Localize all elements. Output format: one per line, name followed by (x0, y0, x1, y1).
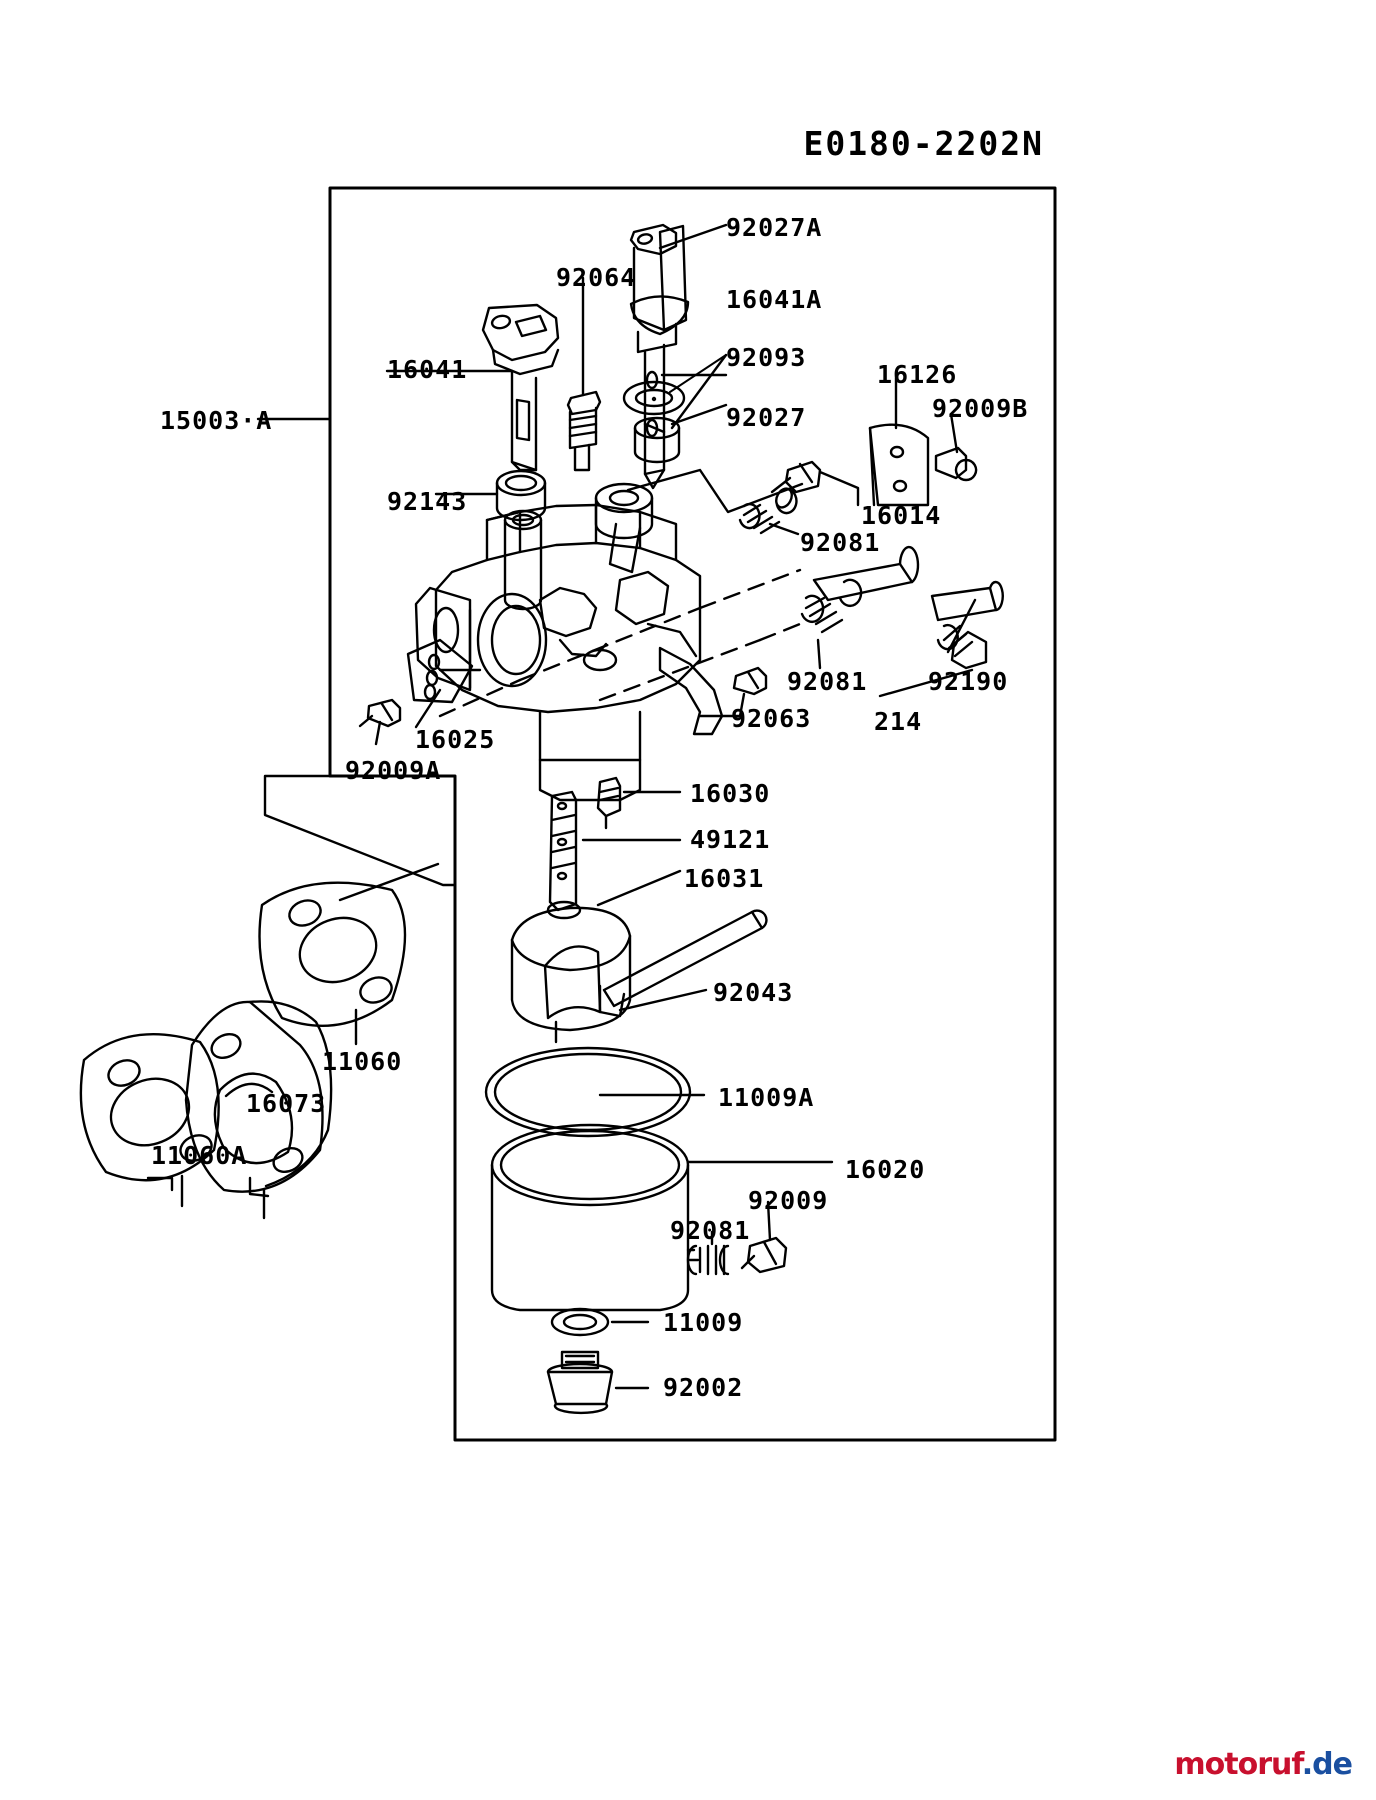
part-label-11009: 11009 (663, 1308, 744, 1337)
part-label-92081-lower: 92081 (787, 667, 868, 696)
part-label-92043: 92043 (713, 978, 794, 1007)
part-label-16041A: 16041A (726, 285, 823, 314)
part-label-92002: 92002 (663, 1373, 744, 1402)
part-label-92081-upper: 92081 (800, 528, 881, 557)
part-label-92190: 92190 (928, 667, 1009, 696)
part-label-92009: 92009 (748, 1186, 829, 1215)
part-label-16025: 16025 (415, 725, 496, 754)
part-label-11060A: 11060A (151, 1141, 248, 1170)
watermark-brand: motoruf (1174, 1747, 1302, 1782)
part-label-92093: 92093 (726, 343, 807, 372)
part-label-16126: 16126 (877, 360, 958, 389)
part-label-16041: 16041 (387, 355, 468, 384)
watermark: motoruf.de (1174, 1747, 1353, 1782)
watermark-suffix: .de (1301, 1747, 1353, 1782)
part-label-16031: 16031 (684, 864, 765, 893)
part-label-92063: 92063 (731, 704, 812, 733)
part-label-11009A: 11009A (718, 1083, 815, 1112)
part-label-16030: 16030 (690, 779, 771, 808)
part-label-92027: 92027 (726, 403, 807, 432)
part-label-92027A: 92027A (726, 213, 823, 242)
part-label-214: 214 (874, 707, 923, 736)
assembly-label: 15003·A (160, 406, 273, 435)
part-label-92143: 92143 (387, 487, 468, 516)
part-label-49121: 49121 (690, 825, 771, 854)
part-label-16073: 16073 (246, 1089, 327, 1118)
part-label-92009A: 92009A (345, 756, 442, 785)
part-label-16020: 16020 (845, 1155, 926, 1184)
part-label-92064: 92064 (556, 263, 637, 292)
drawing-number: E0180-2202N (803, 124, 1044, 163)
part-label-92009B: 92009B (932, 394, 1029, 423)
part-label-11060: 11060 (322, 1047, 403, 1076)
part-label-16014: 16014 (861, 501, 942, 530)
part-label-92081-bowl: 92081 (670, 1216, 751, 1245)
